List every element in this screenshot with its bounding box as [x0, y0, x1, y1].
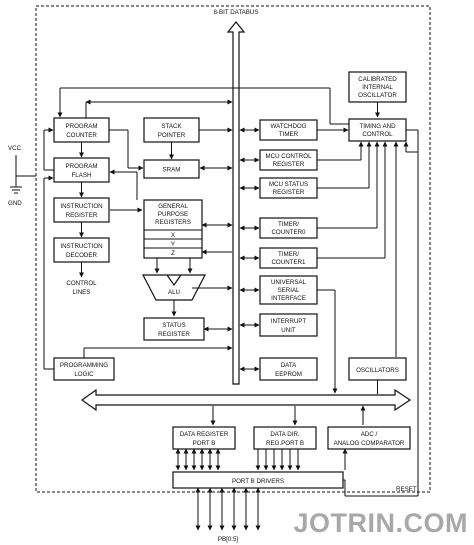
stack-pointer-label-1: STACK [161, 123, 182, 130]
sram-label: SRAM [163, 167, 181, 174]
control-lines-label-1: CONTROL [66, 280, 97, 287]
data-reg-label-1: DATA REGISTER [180, 431, 229, 438]
status-register-label-1: STATUS [162, 322, 186, 329]
stack-pointer-label-2: POINTER [158, 132, 186, 139]
instruction-decoder-label-1: INSTRUCTION [60, 243, 102, 250]
usi-label-3: INTERFACE [271, 295, 306, 302]
program-counter-label-1: PROGRAM [66, 123, 98, 130]
interrupt-label-1: INTERRUPT [271, 318, 307, 325]
alu-shape [142, 274, 206, 301]
reg-z-label: Z [171, 250, 175, 257]
cal-osc-label-2: INTERNAL [362, 84, 393, 91]
instruction-decoder-label-2: DECODER [66, 252, 97, 259]
data-eeprom-block [259, 357, 318, 381]
mcu-ctrl-label-1: MCU CONTROL [265, 153, 312, 160]
eeprom-label-2: EEPROM [275, 371, 302, 378]
mcu-status-label-1: MCU STATUS [269, 181, 308, 188]
databus-horizontal [80, 388, 412, 412]
program-counter-block [53, 117, 110, 143]
usi-label-2: SERIAL [277, 287, 300, 294]
gpr-label-2: PURPOSE [158, 211, 188, 218]
oscillators-label: OSCILLATORS [356, 367, 399, 374]
timing-control-label-1: TIMING AND [359, 123, 396, 130]
timer1-label-1: TIMER/ [278, 251, 299, 258]
instruction-register-label-1: INSTRUCTION [60, 203, 102, 210]
reg-y-label: Y [171, 241, 175, 248]
gpr-label-1: GENERAL [158, 203, 188, 210]
status-register-label-2: REGISTER [158, 331, 190, 338]
alu-label: ALU [168, 289, 180, 296]
gpr-label-3: REGISTERS [155, 219, 191, 226]
interrupt-unit-block [259, 313, 318, 337]
adc-comparator-block [327, 426, 411, 450]
timer0-label-1: TIMER/ [278, 221, 299, 228]
control-lines-label-2: LINES [73, 289, 91, 296]
program-flash-label-2: FLASH [72, 172, 92, 179]
watchdog-label-2: TIMER [279, 131, 299, 138]
cal-osc-label-3: OSCILLATOR [358, 92, 397, 99]
databus-label: 8-BIT DATABUS [213, 9, 258, 16]
dir-reg-label-2: REG.PORT B [266, 440, 304, 447]
reg-x-label: X [171, 232, 175, 239]
instruction-register-label-2: REGISTER [66, 212, 98, 219]
mcu-ctrl-label-2: REGISTER [273, 161, 305, 168]
programming-logic-label-1: PROGRAMMING [60, 362, 108, 369]
watermark: JOTRIN.COM [293, 508, 468, 538]
eeprom-label-1: DATA [281, 362, 297, 369]
adc-label-1: ADC / [361, 431, 378, 438]
timer0-label-2: COUNTER0 [271, 229, 306, 236]
programming-logic-label-2: LOGIC [74, 371, 94, 378]
program-flash-block [53, 157, 110, 183]
gnd-label: GND [8, 200, 22, 207]
watchdog-label-1: WATCHDOG [270, 123, 306, 130]
data-dir-reg-port-b-block [253, 426, 317, 450]
cal-osc-label-1: CALIBRATED [358, 76, 397, 83]
vcc-label: VCC [8, 145, 22, 152]
dir-reg-label-1: DATA DIR. [270, 431, 300, 438]
interrupt-label-2: UNIT [281, 327, 296, 334]
databus-vertical [226, 21, 246, 385]
reset-label: RESET [396, 486, 417, 493]
timer1-label-2: COUNTER1 [271, 259, 306, 266]
pins-label: PB[0:5] [218, 536, 239, 543]
data-reg-label-2: PORT B [193, 440, 216, 447]
timing-control-label-2: CONTROL [362, 131, 393, 138]
port-b-drivers-label: PORT B DRIVERS [232, 478, 284, 485]
port-connection-arrows [175, 448, 301, 471]
stack-pointer-block [143, 117, 200, 143]
usi-label-1: UNIVERSAL [271, 279, 307, 286]
port-pins [195, 487, 261, 531]
mcu-status-label-2: REGISTER [273, 189, 305, 196]
program-flash-label-1: PROGRAM [66, 163, 98, 170]
program-counter-label-2: COUNTER [66, 132, 97, 139]
adc-label-2: ANALOG COMPARATOR [334, 440, 405, 447]
calibrated-oscillator-block [348, 71, 407, 103]
sram-block [143, 159, 200, 179]
